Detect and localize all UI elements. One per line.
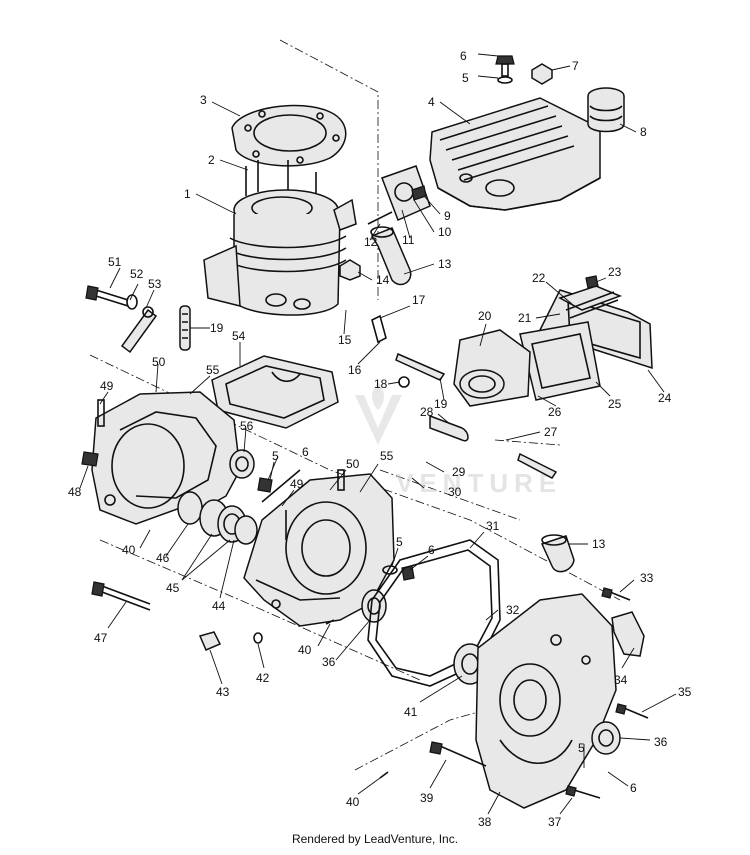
callout-13-elbow: 13	[438, 257, 452, 271]
callout-21: 21	[518, 311, 532, 325]
callout-33: 33	[640, 571, 654, 585]
elbow-part-upper	[339, 226, 412, 286]
callout-47: 47	[94, 631, 108, 645]
callout-15: 15	[338, 333, 352, 347]
left-bolt-parts	[85, 285, 158, 354]
callout-5-lower: 5	[578, 741, 585, 755]
elbow-part-lower	[540, 534, 645, 657]
callout-8-boot: 8	[640, 125, 647, 139]
leader-lines	[79, 53, 677, 815]
callout-40: 40	[122, 543, 136, 557]
callout-14: 14	[376, 273, 390, 287]
callout-1-cylinder: 1	[184, 187, 191, 201]
boot-part	[587, 87, 625, 133]
callout-7-nut: 7	[572, 59, 579, 73]
bolt-parts	[91, 581, 649, 799]
callout-43: 43	[216, 685, 230, 699]
intake-clamp-parts	[371, 314, 558, 479]
callout-50: 50	[152, 355, 166, 369]
callout-52: 52	[130, 267, 144, 281]
callout-6: 6	[302, 445, 309, 459]
callout-41: 41	[404, 705, 418, 719]
callout-35: 35	[678, 685, 692, 699]
callout-30: 30	[448, 485, 462, 499]
callout-40-lower: 40	[346, 795, 360, 809]
callout-5-washer: 5	[462, 71, 469, 85]
callout-45: 45	[166, 581, 180, 595]
callout-42: 42	[256, 671, 270, 685]
callouts: 6 5 7 4 8 3 2 1 9 10 11 12 13 14 51 52 5…	[68, 49, 692, 829]
callout-48: 48	[68, 485, 82, 499]
callout-55-lower: 55	[380, 449, 394, 463]
seal-part-right	[591, 721, 621, 755]
center-crankcase-part	[243, 469, 395, 627]
crank-bearing-parts	[177, 469, 301, 545]
head-gasket-part	[231, 104, 347, 167]
callout-20: 20	[478, 309, 492, 323]
callout-11: 11	[402, 233, 415, 247]
footer-credit: Rendered by LeadVenture, Inc.	[291, 832, 459, 846]
callout-12: 12	[364, 235, 378, 249]
callout-31-gasket: 31	[486, 519, 500, 533]
callout-49-lower: 49	[290, 477, 304, 491]
callout-32: 32	[506, 603, 520, 617]
callout-17: 17	[412, 293, 426, 307]
callout-46: 46	[156, 551, 170, 565]
callout-34: 34	[614, 673, 628, 687]
callout-6-lower: 6	[630, 781, 637, 795]
callout-49: 49	[100, 379, 114, 393]
bearing-part	[229, 449, 255, 479]
callout-27: 27	[544, 425, 558, 439]
callout-50-lower: 50	[346, 457, 360, 471]
watermark: VENTURE	[355, 382, 562, 498]
callout-22: 22	[532, 271, 546, 285]
callout-19-plate: 19	[434, 397, 448, 411]
callout-54-base-gasket: 54	[232, 329, 246, 343]
callout-39: 39	[420, 791, 434, 805]
exhaust-gasket-part	[367, 165, 431, 225]
callout-3-head-gasket: 3	[200, 93, 207, 107]
callout-10: 10	[438, 225, 452, 239]
callout-19-pin: 19	[210, 321, 224, 335]
callout-24: 24	[658, 391, 672, 405]
callout-28: 28	[420, 405, 434, 419]
callout-2-stud: 2	[208, 153, 215, 167]
callout-36: 36	[322, 655, 336, 669]
callout-37: 37	[548, 815, 562, 829]
reed-valve-parts	[453, 275, 653, 407]
callout-56-bearing: 56	[240, 419, 254, 433]
callout-6-right: 6	[428, 543, 435, 557]
callout-51: 51	[108, 255, 122, 269]
callout-29: 29	[452, 465, 466, 479]
callout-23: 23	[608, 265, 622, 279]
callout-26: 26	[548, 405, 562, 419]
callout-44: 44	[212, 599, 226, 613]
callout-40-center: 40	[298, 643, 312, 657]
callout-5-right: 5	[396, 535, 403, 549]
base-gasket-part	[211, 355, 339, 429]
pin-part	[179, 305, 191, 351]
callout-6-bolt: 6	[460, 49, 467, 63]
cylinder-part	[203, 160, 357, 316]
callout-25: 25	[608, 397, 622, 411]
left-crankcase-part	[81, 391, 241, 525]
top-fasteners	[495, 55, 553, 85]
callout-36-right: 36	[654, 735, 668, 749]
callout-18: 18	[374, 377, 388, 391]
watermark-text: VENTURE	[396, 468, 562, 498]
callout-4-cylinder-head: 4	[428, 95, 435, 109]
callout-53: 53	[148, 277, 162, 291]
callout-5: 5	[272, 449, 279, 463]
callout-55: 55	[206, 363, 220, 377]
callout-9: 9	[444, 209, 451, 223]
cylinder-head-part	[429, 97, 601, 211]
callout-38-cover: 38	[478, 815, 492, 829]
callout-13-lower: 13	[592, 537, 606, 551]
callout-16: 16	[348, 363, 362, 377]
